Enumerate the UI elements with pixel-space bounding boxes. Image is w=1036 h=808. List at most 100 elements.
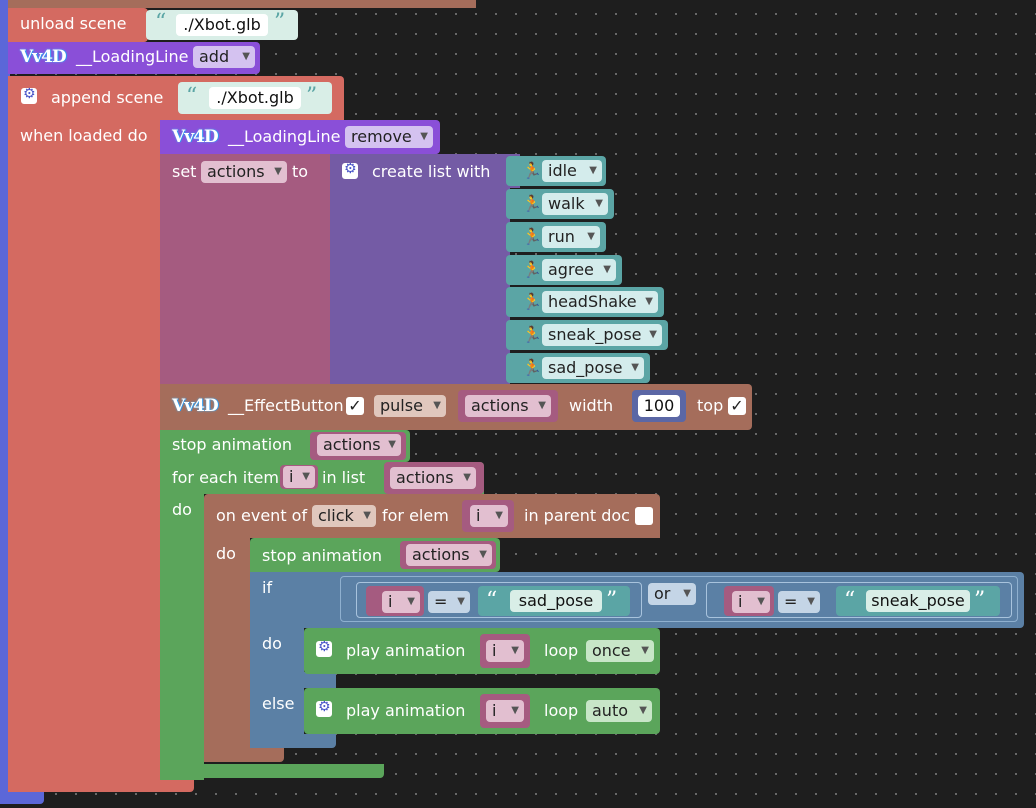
chevron-down-icon: ▼ [649, 329, 657, 340]
on-event-block[interactable] [204, 494, 660, 538]
open-quote-icon: “ [155, 10, 167, 35]
compare-right-op-dropdown[interactable]: =▼ [778, 591, 820, 613]
for-each-bottom [160, 764, 384, 778]
chevron-down-icon: ▼ [639, 705, 647, 716]
anim-item-dropdown[interactable]: run▼ [542, 226, 600, 248]
append-scene-bottom [8, 776, 194, 792]
running-person-icon: 🏃 [522, 292, 542, 311]
loop-label: loop [544, 701, 579, 720]
close-quote-icon: ” [306, 84, 318, 109]
top-block-edge [8, 0, 476, 8]
append-file-field[interactable]: ./Xbot.glb [209, 87, 301, 109]
running-person-icon: 🏃 [522, 358, 542, 377]
open-quote-icon: “ [486, 588, 498, 613]
play-var-dropdown[interactable]: i▼ [486, 640, 524, 662]
compare-left-var-dropdown[interactable]: i▼ [382, 591, 420, 613]
checkbox-2[interactable]: ✓ [728, 397, 746, 415]
checkbox-1[interactable]: ✓ [346, 397, 364, 415]
list-var-dropdown[interactable]: actions▼ [390, 467, 476, 489]
anim-item-dropdown[interactable]: headShake▼ [542, 291, 658, 313]
loading-remove-dropdown[interactable]: remove▼ [345, 126, 433, 148]
anim-item-dropdown[interactable]: sneak_pose▼ [542, 324, 662, 346]
effect-button-label: __EffectButton [228, 396, 344, 415]
on-event-bottom [204, 748, 284, 762]
on-event-body [204, 534, 250, 762]
chevron-down-icon: ▼ [683, 588, 691, 599]
if-do-label: do [262, 634, 282, 653]
chevron-down-icon: ▼ [595, 198, 603, 209]
chevron-down-icon: ▼ [641, 645, 649, 656]
compare-left-op-dropdown[interactable]: =▼ [428, 591, 470, 613]
compare-right-text-field[interactable]: sneak_pose [866, 590, 970, 612]
if-label: if [262, 578, 273, 597]
outer-event-block[interactable] [0, 0, 10, 800]
running-person-icon: 🏃 [522, 227, 542, 246]
on-event-do-label: do [216, 544, 236, 563]
chevron-down-icon: ▼ [457, 596, 465, 607]
vv4d-logo-icon: Vv4D [172, 127, 219, 147]
gear-icon[interactable] [342, 161, 358, 179]
stop-animation-label: stop animation [262, 546, 383, 565]
effect-type-dropdown[interactable]: pulse▼ [374, 395, 446, 417]
create-list-block[interactable] [330, 154, 510, 384]
to-label: to [292, 162, 309, 181]
chevron-down-icon: ▼ [757, 596, 765, 607]
loop-var-dropdown[interactable]: i▼ [283, 466, 315, 488]
loading-add-dropdown[interactable]: add▼ [193, 46, 255, 68]
for-elem-label: for elem [382, 506, 449, 525]
chevron-down-icon: ▼ [388, 439, 396, 450]
set-variable-block[interactable] [160, 154, 332, 386]
loop-mode-dropdown[interactable]: auto▼ [586, 700, 652, 722]
stop-variable-dropdown[interactable]: actions▼ [317, 434, 401, 456]
set-variable-dropdown[interactable]: actions▼ [201, 161, 287, 183]
close-quote-icon: ” [606, 588, 618, 613]
chevron-down-icon: ▼ [479, 549, 487, 560]
chevron-down-icon: ▼ [631, 362, 639, 373]
chevron-down-icon: ▼ [407, 596, 415, 607]
loop-label: loop [544, 641, 579, 660]
width-label: width [569, 396, 614, 415]
create-list-header [330, 154, 520, 188]
gear-icon[interactable] [316, 699, 332, 717]
in-list-label: in list [322, 468, 366, 487]
in-parent-label: in parent doc [524, 506, 630, 525]
gear-icon[interactable] [316, 639, 332, 657]
open-quote-icon: “ [844, 588, 856, 613]
for-each-body [160, 490, 204, 780]
anim-item-dropdown[interactable]: walk▼ [542, 193, 608, 215]
effect-variable-dropdown[interactable]: actions▼ [465, 395, 551, 417]
unload-file-field[interactable]: ./Xbot.glb [176, 14, 268, 36]
if-bottom [250, 734, 336, 748]
anim-item-dropdown[interactable]: agree▼ [542, 259, 616, 281]
stop-variable-dropdown[interactable]: actions▼ [406, 544, 492, 566]
chevron-down-icon: ▼ [807, 596, 815, 607]
anim-item-dropdown[interactable]: sad_pose▼ [542, 357, 644, 379]
close-quote-icon: ” [274, 10, 286, 35]
chevron-down-icon: ▼ [589, 165, 597, 176]
chevron-down-icon: ▼ [274, 166, 282, 177]
elem-var-dropdown[interactable]: i▼ [470, 505, 508, 527]
unload-scene-block[interactable] [8, 8, 148, 42]
event-type-dropdown[interactable]: click▼ [312, 505, 376, 527]
compare-right-var-dropdown[interactable]: i▼ [732, 591, 770, 613]
chevron-down-icon: ▼ [587, 231, 595, 242]
or-dropdown[interactable]: or▼ [648, 583, 696, 605]
running-person-icon: 🏃 [522, 325, 542, 344]
parent-doc-checkbox[interactable] [635, 507, 653, 525]
compare-left-text-field[interactable]: sad_pose [510, 590, 602, 612]
chevron-down-icon: ▼ [463, 472, 471, 483]
loading-line-label: __LoadingLine [228, 127, 341, 146]
gear-icon[interactable] [21, 86, 37, 104]
unload-scene-label: unload scene [20, 14, 127, 33]
running-person-icon: 🏃 [522, 260, 542, 279]
open-quote-icon: “ [186, 84, 198, 109]
chevron-down-icon: ▼ [495, 510, 503, 521]
anim-item-dropdown[interactable]: idle▼ [542, 160, 602, 182]
play-var-dropdown[interactable]: i▼ [486, 700, 524, 722]
width-value-field[interactable]: 100 [638, 395, 680, 417]
for-each-label: for each item [172, 468, 279, 487]
chevron-down-icon: ▼ [538, 400, 546, 411]
vv4d-logo-icon: Vv4D [20, 47, 67, 67]
loop-mode-dropdown[interactable]: once▼ [586, 640, 654, 662]
create-list-label: create list with [372, 162, 491, 181]
